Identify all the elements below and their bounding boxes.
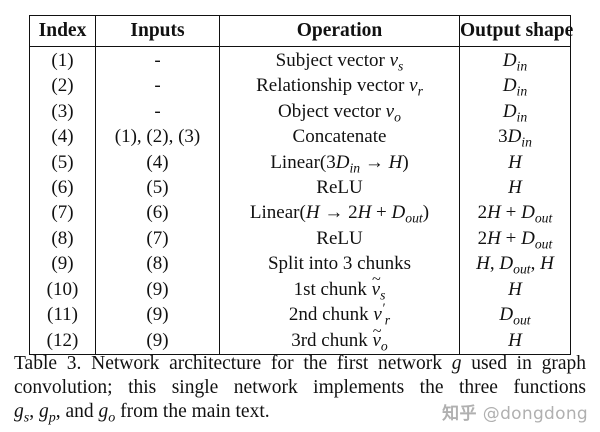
- cell-index: (8): [29, 225, 96, 252]
- cell-operation: 2nd chunk v′r: [219, 301, 460, 328]
- cell-operation: Relationship vector vr: [219, 73, 460, 99]
- header-index: Index: [29, 15, 96, 47]
- cell-operation: Subject vector vs: [219, 46, 460, 74]
- cell-output-shape: H: [459, 327, 571, 356]
- zhihu-logo: 知乎: [442, 404, 477, 424]
- cell-inputs: -: [95, 46, 220, 74]
- cell-operation: ReLU: [219, 175, 460, 201]
- table-row: (10)(9)1st chunk vsH: [29, 267, 571, 303]
- cell-output-shape: Din: [459, 98, 571, 125]
- cell-index: (11): [29, 302, 96, 328]
- cell-index: (10): [29, 276, 96, 303]
- cell-operation: Split into 3 chunks: [219, 251, 460, 277]
- table-row: (12)(9)3rd chunk voH: [29, 319, 571, 356]
- cell-index: (1): [29, 46, 96, 74]
- cell-output-shape: H: [459, 149, 571, 176]
- cell-inputs: (9): [95, 302, 220, 328]
- cell-output-shape: H: [459, 276, 571, 303]
- cell-output-shape: 3Din: [459, 124, 571, 150]
- table-header-row: Index Inputs Operation Output shape: [29, 15, 573, 47]
- cell-inputs: (6): [95, 200, 220, 226]
- cell-inputs: (7): [95, 225, 220, 252]
- cell-index: (6): [29, 175, 96, 201]
- cell-output-shape: Din: [459, 46, 571, 74]
- cell-operation: 3rd chunk vo: [219, 319, 460, 356]
- caption-line-1: Table 3. Network architecture for the fi…: [14, 353, 586, 374]
- cell-output-shape: H, Dout, H: [459, 251, 571, 277]
- cell-inputs: (8): [95, 251, 220, 277]
- cell-index: (7): [29, 200, 96, 226]
- watermark-handle: @dongdong: [482, 404, 588, 424]
- caption-line-2: convolution; this single network impleme…: [14, 377, 586, 398]
- cell-inputs: (4): [95, 149, 220, 176]
- architecture-table-container: Index Inputs Operation Output shape (1)-…: [29, 15, 573, 356]
- cell-inputs: -: [95, 98, 220, 125]
- cell-index: (5): [29, 149, 96, 176]
- cell-index: (12): [29, 327, 96, 356]
- cell-output-shape: 2H + Dout: [459, 225, 571, 252]
- cell-index: (4): [29, 124, 96, 150]
- cell-operation: Linear(H → 2H + Dout): [219, 200, 460, 226]
- cell-inputs: (1), (2), (3): [95, 124, 220, 150]
- caption-line-3: gs, gp, and go from the main text.: [14, 401, 270, 426]
- header-output-shape: Output shape: [459, 15, 573, 47]
- cell-inputs: (5): [95, 175, 220, 201]
- cell-index: (3): [29, 98, 96, 125]
- table-row: (5)(4)Linear(3Din → H)H: [29, 149, 571, 176]
- cell-operation: Object vector vo: [219, 98, 460, 125]
- architecture-table: Index Inputs Operation Output shape (1)-…: [29, 15, 573, 356]
- table-caption: Table 3. Network architecture for the fi…: [14, 352, 586, 426]
- cell-operation: Concatenate: [219, 124, 460, 150]
- header-operation: Operation: [219, 15, 460, 47]
- header-inputs: Inputs: [95, 15, 220, 47]
- cell-index: (9): [29, 251, 96, 277]
- cell-index: (2): [29, 73, 96, 99]
- cell-output-shape: Din: [459, 73, 571, 99]
- cell-output-shape: H: [459, 175, 571, 201]
- table-row: (7)(6)Linear(H → 2H + Dout)2H + Dout: [29, 200, 571, 226]
- cell-inputs: -: [95, 73, 220, 99]
- cell-operation: ReLU: [219, 225, 460, 252]
- cell-output-shape: 2H + Dout: [459, 200, 571, 226]
- cell-operation: Linear(3Din → H): [219, 149, 460, 176]
- cell-operation: 1st chunk vs: [219, 267, 460, 303]
- cell-inputs: (9): [95, 276, 220, 303]
- zhihu-watermark: 知乎@dongdong: [442, 399, 588, 424]
- cell-inputs: (9): [95, 327, 220, 356]
- cell-output-shape: Dout: [459, 302, 571, 328]
